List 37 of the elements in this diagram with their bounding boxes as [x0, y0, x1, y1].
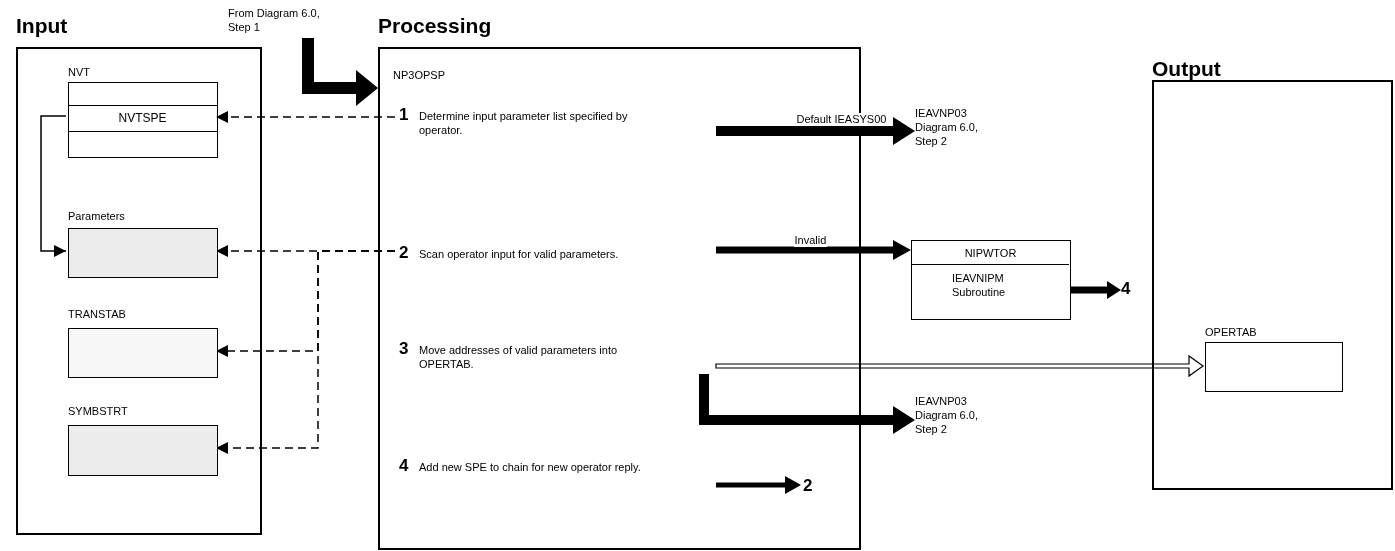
section-heading: Output [1152, 57, 1221, 81]
step-number: 3 [399, 340, 409, 358]
edge-label: Invalid [793, 233, 828, 247]
record-field: NVTSPE [67, 104, 218, 132]
block-arrow [302, 38, 378, 106]
entry-label: NP3OPSP [393, 69, 445, 82]
module-box [911, 240, 1071, 320]
box-label: NVT [68, 66, 90, 79]
connector-reference: 4 [1121, 280, 1131, 298]
step-text: Move addresses of valid parameters into OPERTAB. [419, 343, 619, 371]
connector-reference: 2 [803, 477, 813, 495]
box-label: SYMBSTRT [68, 405, 128, 418]
dashed-arrow [215, 111, 396, 123]
box-label: Parameters [68, 210, 125, 223]
reference-text: From Diagram 6.0, Step 1 [228, 6, 336, 34]
module-name: NIPWTOR [912, 241, 1069, 265]
section-heading: Input [16, 14, 68, 38]
step-text: Determine input parameter list specified by operator. [419, 109, 629, 137]
module-description: IEAVNIPM Subroutine [952, 271, 1007, 299]
reference-text: IEAVNP03 Diagram 6.0, Step 2 [915, 394, 995, 436]
reference-text: IEAVNP03 Diagram 6.0, Step 2 [915, 106, 995, 148]
step-number: 2 [399, 244, 409, 262]
block-arrow [716, 240, 911, 260]
block-arrow [699, 374, 915, 434]
step-number: 4 [399, 457, 409, 475]
hollow-arrow [715, 354, 1205, 378]
section-heading: Processing [378, 14, 492, 38]
step-text: Scan operator input for valid parameters. [419, 247, 620, 261]
block-arrow [1071, 281, 1121, 299]
box-label: OPERTAB [1205, 326, 1257, 339]
arrow [40, 115, 67, 257]
block-arrow [716, 117, 915, 145]
step-text: Add new SPE to chain for new operator reply. [419, 460, 642, 474]
edge-label: Default IEASYS00 [795, 113, 888, 126]
step-number: 1 [399, 106, 409, 124]
block-arrow [716, 476, 801, 494]
box-label: TRANSTAB [68, 308, 126, 321]
